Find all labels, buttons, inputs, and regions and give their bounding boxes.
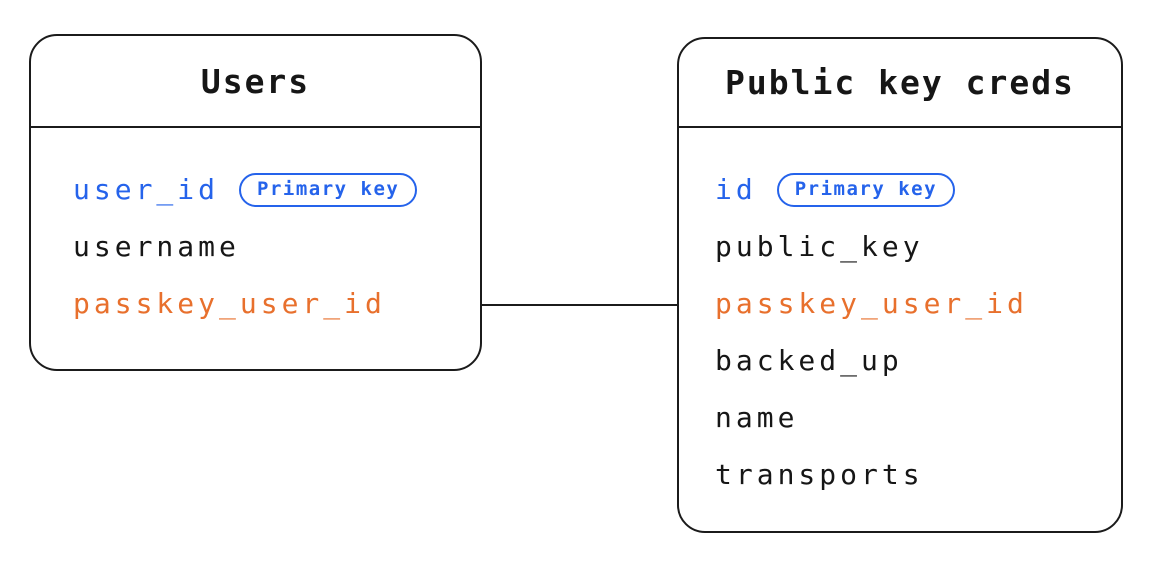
field-name-id: id	[715, 173, 757, 206]
field-name-passkey-user-id: passkey_user_id	[73, 287, 386, 320]
field-row-id: id Primary key	[715, 161, 1105, 218]
field-row-name: name	[715, 389, 1105, 446]
field-row-public-key: public_key	[715, 218, 1105, 275]
field-name-name: name	[715, 401, 799, 434]
field-name-transports: transports	[715, 458, 924, 491]
field-name-username: username	[73, 230, 240, 263]
primary-key-badge: Primary key	[239, 172, 418, 207]
field-row-passkey-user-id: passkey_user_id	[73, 275, 464, 332]
table-public-key-creds-title: Public key creds	[679, 39, 1121, 128]
table-public-key-creds: Public key creds id Primary key public_k…	[677, 37, 1123, 533]
field-row-user-id: user_id Primary key	[73, 161, 464, 218]
field-name-user-id: user_id	[73, 173, 220, 206]
field-row-username: username	[73, 218, 464, 275]
field-name-public-key: public_key	[715, 230, 924, 263]
field-row-passkey-user-id: passkey_user_id	[715, 275, 1105, 332]
table-users-title: Users	[31, 36, 480, 128]
relationship-line	[482, 304, 677, 306]
field-row-transports: transports	[715, 446, 1105, 503]
table-users: Users user_id Primary key username passk…	[29, 34, 482, 371]
table-public-key-creds-fields: id Primary key public_key passkey_user_i…	[679, 128, 1121, 503]
field-name-passkey-user-id: passkey_user_id	[715, 287, 1028, 320]
field-name-backed-up: backed_up	[715, 344, 903, 377]
field-row-backed-up: backed_up	[715, 332, 1105, 389]
primary-key-badge: Primary key	[776, 172, 956, 207]
table-users-fields: user_id Primary key username passkey_use…	[31, 128, 480, 332]
